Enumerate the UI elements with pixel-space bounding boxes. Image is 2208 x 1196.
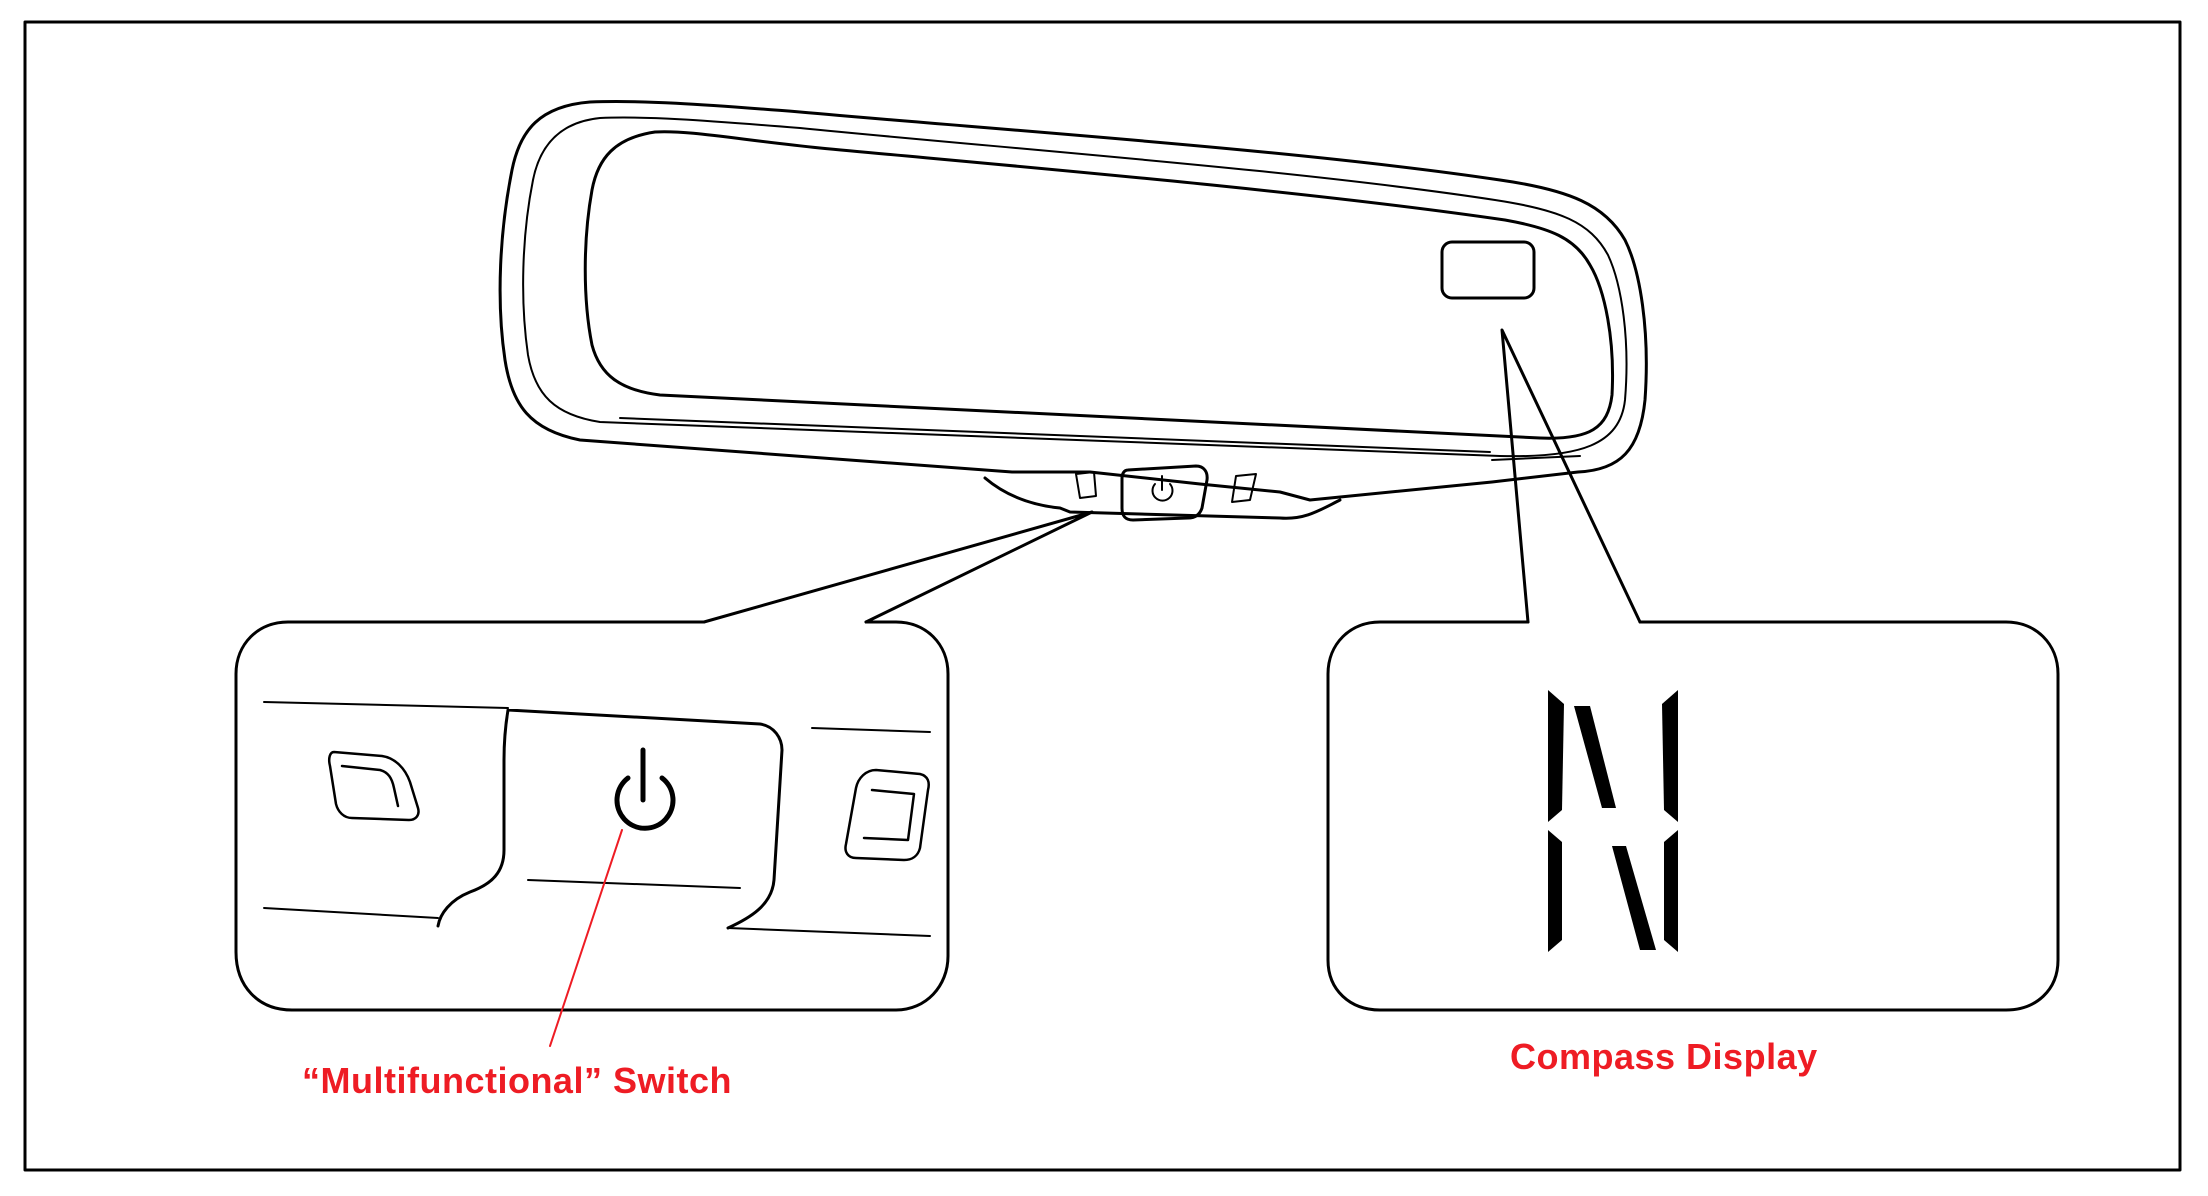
switch-power-button[interactable] bbox=[436, 708, 784, 930]
switch-label: “Multifunctional” Switch bbox=[302, 1060, 732, 1101]
right-button-icon[interactable] bbox=[844, 768, 930, 862]
mirror-outer-housing bbox=[498, 100, 1648, 502]
left-button-icon[interactable] bbox=[327, 750, 420, 822]
mirror-right-button[interactable] bbox=[1231, 473, 1257, 503]
mirror-trim-outer bbox=[522, 116, 1628, 458]
mirror-compass-window bbox=[1440, 240, 1536, 300]
compass-callout-wedge bbox=[1500, 328, 1642, 624]
mirror-button-bezel bbox=[983, 476, 1342, 520]
mirror-glass bbox=[583, 130, 1614, 440]
mirror-power-icon bbox=[1151, 475, 1174, 502]
switch-inset-trim-inner bbox=[527, 879, 741, 889]
power-icon bbox=[614, 747, 676, 831]
compass-label: Compass Display bbox=[1510, 1036, 1818, 1077]
compass-inset-frame bbox=[1326, 620, 2060, 1012]
rearview-mirror bbox=[498, 100, 1648, 522]
switch-inset-trim-top-right bbox=[811, 727, 931, 733]
switch-inset-frame bbox=[234, 620, 950, 1012]
switch-inset-trim-top bbox=[263, 701, 509, 709]
compass-letter-n bbox=[1548, 690, 1678, 952]
switch-inset-trim-bottom bbox=[263, 907, 439, 919]
compass-inset bbox=[1326, 620, 2060, 1012]
switch-inset-trim-bottom-2 bbox=[727, 927, 931, 937]
mirror-left-button[interactable] bbox=[1075, 471, 1097, 499]
callout-pointers bbox=[702, 328, 1642, 624]
mirror-lower-lip-2 bbox=[1491, 455, 1581, 461]
mirror-lower-lip bbox=[619, 417, 1491, 453]
mirror-power-button[interactable] bbox=[1120, 464, 1209, 522]
switch-callout-wedge bbox=[702, 510, 1094, 624]
switch-inset bbox=[234, 620, 950, 1047]
switch-leader-line bbox=[549, 829, 623, 1047]
figure-border bbox=[23, 20, 2182, 1172]
